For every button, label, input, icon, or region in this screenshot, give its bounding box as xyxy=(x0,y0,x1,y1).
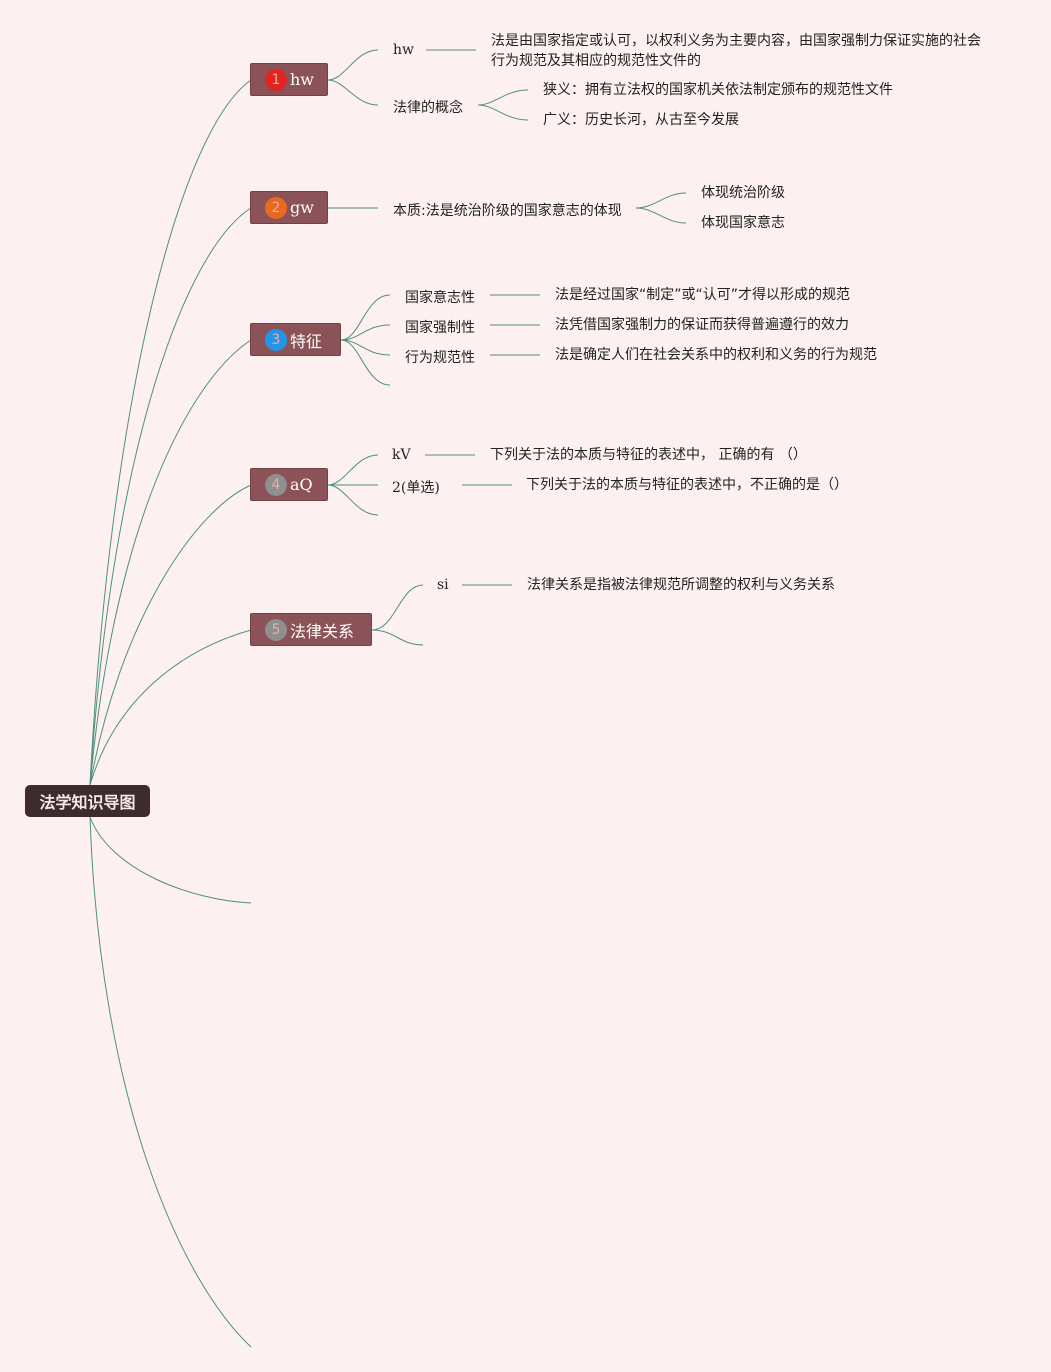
node-law-concept[interactable]: 法律的概念 xyxy=(393,100,463,116)
node-state-will-nature[interactable]: 国家意志性 xyxy=(405,290,475,306)
node-state-will-detail[interactable]: 法是经过国家“制定”或“认可”才得以形成的规范 xyxy=(555,287,851,303)
node-state-coercion-detail[interactable]: 法凭借国家强制力的保证而获得普遍遵行的效力 xyxy=(555,317,849,333)
node-state-will[interactable]: 体现国家意志 xyxy=(701,215,785,231)
node-hw-definition[interactable]: 法是由国家指定或认可，以权利义务为主要内容，由国家强制力保证实施的社会行为规范及… xyxy=(491,33,981,69)
node-kv-question[interactable]: 下列关于法的本质与特征的表述中， 正确的有 （） xyxy=(490,447,807,463)
number-badge: 5 xyxy=(265,618,287,641)
branch-3[interactable]: 3 特征 xyxy=(250,323,341,356)
node-essence[interactable]: 本质:法是统治阶级的国家意志的体现 xyxy=(393,203,622,219)
branch-2[interactable]: 2 gw xyxy=(250,191,328,224)
link-root-b6 xyxy=(89,816,252,904)
node-hw[interactable]: hw xyxy=(393,42,414,58)
node-behavior-norm[interactable]: 行为规范性 xyxy=(405,350,475,366)
node-si[interactable]: si xyxy=(437,577,449,593)
branch-4[interactable]: 4 aQ xyxy=(250,468,328,501)
branch-label: aQ xyxy=(290,475,313,494)
link-root-b3 xyxy=(89,339,252,786)
node-ruling-class[interactable]: 体现统治阶级 xyxy=(701,185,785,201)
node-behavior-norm-detail[interactable]: 法是确定人们在社会关系中的权利和义务的行为规范 xyxy=(555,347,877,363)
branch-label: gw xyxy=(290,198,314,217)
branch-label: 特征 xyxy=(290,331,323,351)
number-badge: 1 xyxy=(265,68,287,91)
number-badge: 4 xyxy=(265,473,287,496)
node-kv[interactable]: kV xyxy=(392,447,411,463)
link-root-b1 xyxy=(89,79,252,786)
node-si-detail[interactable]: 法律关系是指被法律规范所调整的权利与义务关系 xyxy=(527,577,835,593)
number-badge: 2 xyxy=(265,196,287,219)
link-root-b7 xyxy=(89,816,252,1348)
branch-label: 法律关系 xyxy=(290,621,355,641)
link-root-b2 xyxy=(89,207,252,786)
number-badge: 3 xyxy=(265,328,287,351)
node-single-choice-question[interactable]: 下列关于法的本质与特征的表述中，不正确的是（） xyxy=(526,477,848,493)
branch-label: hw xyxy=(290,70,314,89)
branch-5[interactable]: 5 法律关系 xyxy=(250,613,372,646)
node-single-choice[interactable]: 2(单选) xyxy=(392,480,440,496)
node-state-coercion[interactable]: 国家强制性 xyxy=(405,320,475,336)
root-node[interactable]: 法学知识导图 xyxy=(25,785,150,817)
link-root-b5 xyxy=(89,629,252,786)
node-narrow-sense[interactable]: 狭义：拥有立法权的国家机关依法制定颁布的规范性文件 xyxy=(543,82,893,98)
branch-1[interactable]: 1 hw xyxy=(250,63,328,96)
node-broad-sense[interactable]: 广义：历史长河，从古至今发展 xyxy=(543,112,739,128)
link-root-b4 xyxy=(89,484,252,786)
